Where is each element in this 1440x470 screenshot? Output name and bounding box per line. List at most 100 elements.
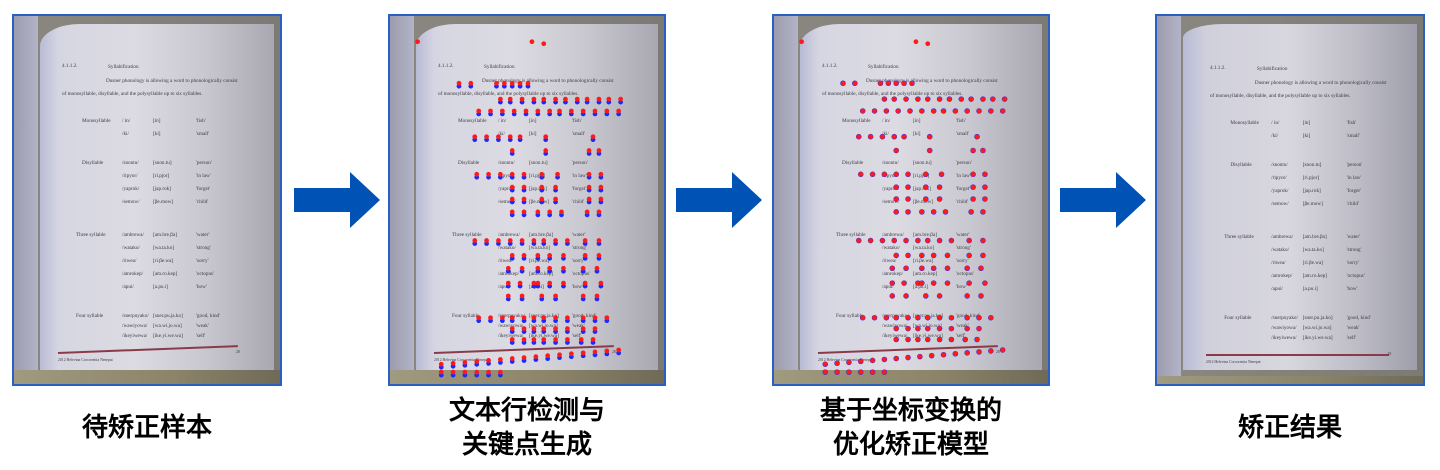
phonetic-cell: [am.ro.kep] — [913, 271, 938, 277]
phonemic-cell: /wawiyowa/ — [498, 323, 524, 329]
keypoint-overlay — [799, 39, 1008, 375]
phonemic-cell: /ki/ — [498, 131, 505, 137]
keypoint — [580, 315, 586, 321]
keypoint — [450, 369, 456, 375]
keypoint — [915, 96, 921, 102]
phonetic-cell: [a.pu.i] — [1302, 286, 1318, 292]
category-label: Disyllable — [458, 160, 480, 166]
keypoint — [939, 171, 944, 177]
category-label: Monosyllable — [82, 118, 111, 124]
keypoint — [521, 337, 527, 342]
keypoint — [543, 134, 549, 140]
keypoint — [990, 96, 996, 102]
keypoint — [891, 238, 897, 243]
keypoint — [592, 108, 598, 114]
book-gutter — [390, 16, 414, 384]
gloss-cell: 'person' — [1346, 162, 1363, 168]
desk-surface — [14, 370, 280, 384]
gloss-cell: 'sorry' — [1346, 260, 1360, 266]
phonetic-cell: [wa.ta.ko] — [913, 245, 935, 251]
gloss-cell: 'self' — [1346, 335, 1356, 341]
phonetic-cell: [am.bre.βa] — [153, 232, 177, 238]
keypoint — [586, 184, 592, 190]
keypoint — [968, 209, 974, 215]
keypoint — [594, 265, 600, 271]
phonemic-cell: /ripyor/ — [1271, 175, 1287, 181]
keypoint — [496, 238, 501, 243]
keypoint — [868, 134, 873, 140]
phonemic-cell: /snontu/ — [498, 160, 515, 166]
keypoint — [509, 326, 515, 331]
keypoint — [525, 80, 531, 86]
book-gutter — [774, 16, 798, 384]
keypoint — [925, 96, 931, 102]
keypoint — [543, 148, 549, 153]
keypoint — [905, 184, 911, 190]
keypoint — [590, 337, 596, 342]
keypoint — [563, 96, 568, 102]
document-page — [40, 24, 274, 370]
gloss-cell: 'octopus' — [196, 271, 215, 277]
keypoint — [606, 96, 612, 102]
keypoint — [519, 293, 525, 299]
keypoint — [547, 253, 553, 258]
keypoint — [856, 134, 862, 140]
keypoint — [917, 354, 923, 359]
gloss-cell: 'child' — [1346, 201, 1359, 207]
keypoint — [450, 360, 456, 366]
keypoint — [598, 280, 604, 286]
footer-text: 2012 Helevina Corcorentia Nenepat — [58, 358, 113, 362]
keypoint — [941, 352, 946, 358]
keypoint — [541, 315, 547, 321]
phonetic-cell: [in] — [913, 118, 921, 124]
gloss-cell: 'small' — [196, 131, 210, 137]
phonetic-cell: [ri.pjor] — [913, 173, 930, 179]
keypoint — [860, 108, 866, 114]
gloss-cell: 'water' — [956, 232, 970, 238]
keypoint — [872, 108, 877, 114]
keypoint — [915, 326, 921, 331]
keypoint — [596, 148, 602, 153]
keypoint — [531, 280, 537, 286]
keypoint — [883, 315, 889, 321]
phonetic-cell: [βe.mow] — [1302, 201, 1323, 207]
footer-text: 2012 Helevina Corcorentia Nenepat — [818, 358, 873, 362]
phonemic-cell: /watako/ — [122, 245, 140, 251]
phonemic-cell: /semow/ — [498, 199, 516, 205]
gloss-cell: 'forget' — [956, 186, 971, 192]
keypoint — [474, 171, 480, 177]
section-number: 4.1.1.2. — [1209, 65, 1226, 71]
phonemic-cell: /riwea/ — [1271, 260, 1286, 266]
keypoint — [474, 369, 480, 375]
keypoint — [594, 293, 600, 299]
phonetic-cell: [in] — [529, 118, 537, 124]
gloss-cell: 'self' — [196, 333, 206, 339]
phonemic-cell: /yaprok/ — [1271, 188, 1289, 194]
gloss-cell: 'water' — [196, 232, 210, 238]
keypoint — [976, 349, 982, 355]
keypoint — [919, 209, 925, 215]
keypoint — [553, 238, 558, 243]
phonetic-cell: [βe.mow] — [153, 199, 174, 205]
keypoint — [834, 369, 840, 375]
keypoint — [499, 108, 505, 114]
keypoint — [486, 171, 491, 177]
keypoint — [498, 369, 503, 375]
keypoint — [937, 238, 942, 243]
phonemic-cell: /watako/ — [498, 245, 516, 251]
keypoint — [893, 148, 899, 153]
keypoint — [505, 280, 511, 286]
keypoint — [964, 326, 970, 331]
keypoint — [943, 209, 948, 215]
phonemic-cell: /semow/ — [122, 199, 140, 205]
keypoint — [509, 184, 515, 190]
phonemic-cell: /watako/ — [1271, 247, 1290, 253]
gloss-cell: 'weak' — [1346, 325, 1360, 331]
keypoint — [582, 280, 588, 286]
label-line: 基于坐标变换的 — [819, 396, 1002, 426]
keypoint — [925, 315, 931, 321]
keypoint — [472, 238, 478, 243]
keypoint — [519, 96, 525, 102]
keypoint — [557, 108, 562, 114]
